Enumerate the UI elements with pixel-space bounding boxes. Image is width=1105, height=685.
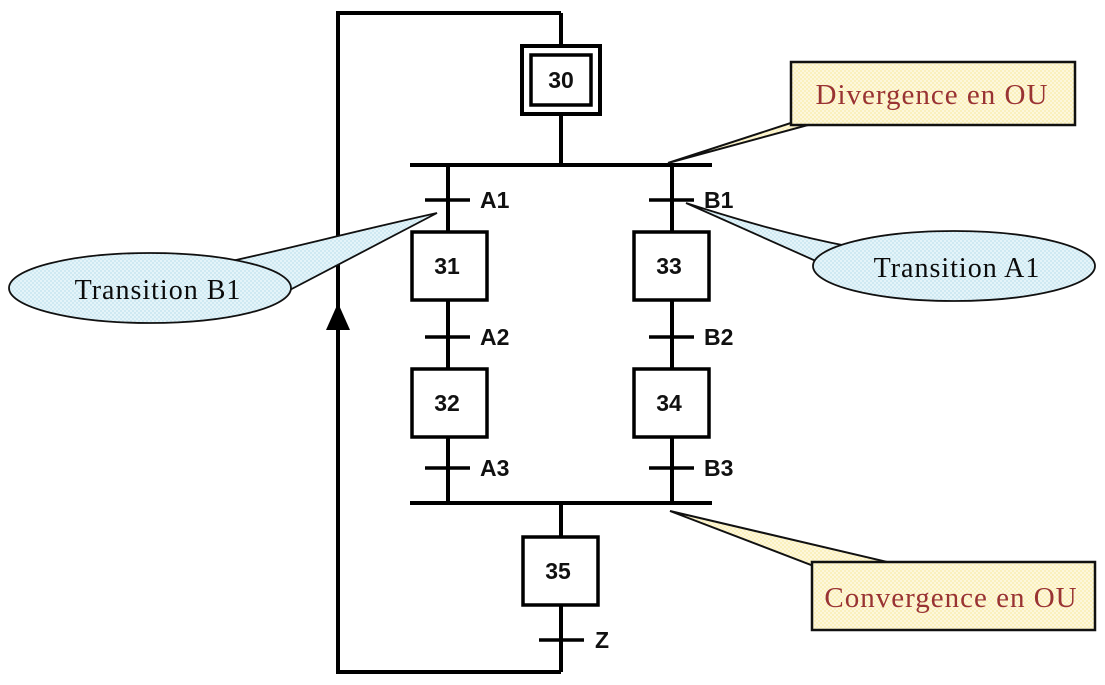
callout-divergence-box <box>789 60 1077 127</box>
callout-transition-a1-label: Transition A1 <box>874 253 1041 284</box>
feedback-loop-line <box>336 11 561 674</box>
callout-convergence-box <box>810 560 1097 632</box>
callout-convergence: Convergence en OU <box>669 510 1097 632</box>
step-35-number: 35 <box>545 558 571 584</box>
initial-step-30: 30 <box>520 44 602 116</box>
callout-convergence-label: Convergence en OU <box>824 582 1077 614</box>
step-32: 32 <box>410 367 489 439</box>
callout-transition-b1-label: Transition B1 <box>75 275 242 306</box>
step-34-box <box>632 367 711 439</box>
transition-a3-label: A3 <box>480 455 509 481</box>
step-30-outer-box <box>520 44 602 116</box>
step-35-box <box>521 535 600 607</box>
callout-transition-b1-ellipse <box>8 252 292 324</box>
step-30-number: 30 <box>548 67 574 93</box>
transition-b1-label: B1 <box>704 187 734 213</box>
transition-b3-label: B3 <box>704 455 733 481</box>
callout-transition-a1-ellipse <box>812 230 1096 302</box>
step-34: 34 <box>632 367 711 439</box>
step-32-number: 32 <box>434 390 460 416</box>
flow-arrow-up <box>326 303 350 330</box>
callout-divergence-label: Divergence en OU <box>816 79 1049 111</box>
step-30-inner-box <box>529 53 593 107</box>
transition-b2-label: B2 <box>704 324 733 350</box>
step-32-box <box>410 367 489 439</box>
step-33: 33 <box>632 230 711 302</box>
callout-divergence: Divergence en OU <box>667 60 1077 164</box>
step-33-box <box>632 230 711 302</box>
transition-a2-label: A2 <box>480 324 509 350</box>
transition-z-label: Z <box>595 627 609 653</box>
step-31-box <box>410 230 489 302</box>
step-35: 35 <box>521 535 600 607</box>
step-31-number: 31 <box>434 253 460 279</box>
step-33-number: 33 <box>656 253 682 279</box>
step-34-number: 34 <box>656 390 682 416</box>
callout-transition-a1: Transition A1 <box>685 202 1096 302</box>
transition-a1-label: A1 <box>480 187 510 213</box>
step-31: 31 <box>410 230 489 302</box>
callout-transition-b1: Transition B1 <box>8 212 438 324</box>
